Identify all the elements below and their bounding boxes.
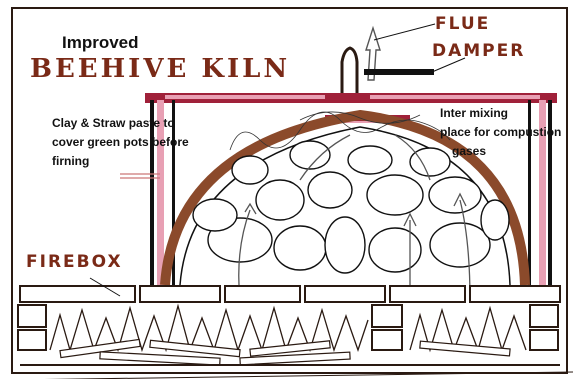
pot [325,217,365,273]
crown-bar-highlight [165,95,325,99]
label-firebox: FIREBOX [26,252,123,272]
block [530,330,558,350]
floor-slab [20,286,135,302]
pot [430,223,490,267]
note-line: Inter mixing [440,104,561,123]
block [18,330,46,350]
damper-plate [364,69,434,75]
flue-pipe [342,48,357,100]
label-damper: DAMPER [432,41,525,61]
floor-slab [225,286,300,302]
block [18,305,46,327]
pot [308,172,352,208]
pot [429,177,481,213]
pot [232,156,268,184]
pot [481,200,509,240]
note-line: gases [440,142,561,161]
floor-slab [470,286,560,302]
note-mixing-place: Inter mixing place for compustion gases [440,104,561,161]
label-flue: FLUE [435,14,490,34]
block [372,305,402,327]
note-line: firning [52,152,189,171]
floor-slab [390,286,465,302]
diagram-title: BEEHIVE KILN [30,54,290,84]
block [372,330,402,350]
note-line: place for compustion [440,123,561,142]
floor-slabs [20,286,560,302]
log [100,352,220,365]
pot [193,199,237,231]
pot [274,226,326,270]
log [420,341,510,356]
pot [256,180,304,220]
label-improved: Improved [62,33,139,53]
floor-slab [140,286,220,302]
pot [369,228,421,272]
note-line: cover green pots before [52,133,189,152]
fuel-logs [60,339,510,365]
floor-slab [305,286,385,302]
pot [290,141,330,169]
block [530,305,558,327]
pot [367,175,423,215]
note-clay-paste: Clay & Straw paste to cover green pots b… [52,114,189,171]
crown-bar-highlight-right [370,95,540,99]
flue-leader [374,24,435,40]
pot [348,146,392,174]
log [150,340,240,356]
note-line: Clay & Straw paste to [52,114,189,133]
